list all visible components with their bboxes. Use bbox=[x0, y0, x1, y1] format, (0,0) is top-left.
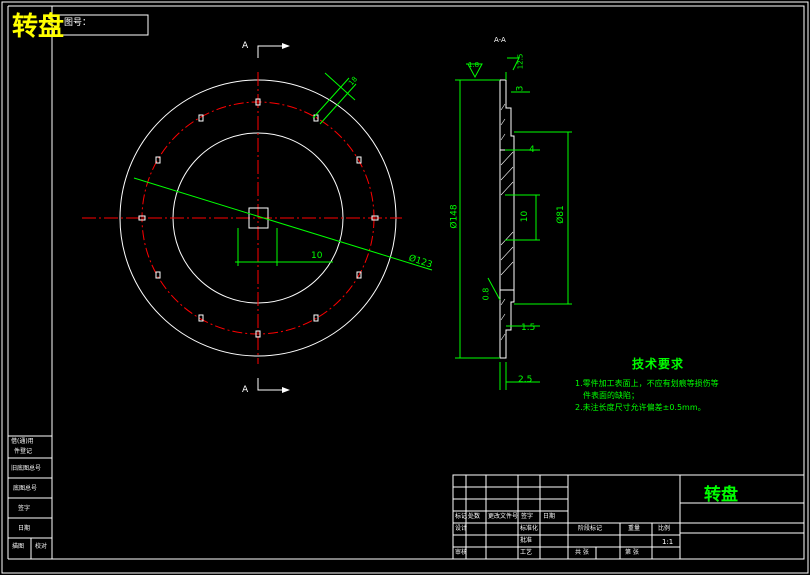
dim-0-8: 0.8 bbox=[481, 287, 491, 301]
sidebar-3: 旧底图总号 bbox=[11, 465, 42, 472]
tb-sheets: 共 张 bbox=[575, 549, 589, 556]
tb-check: 审核 bbox=[455, 549, 468, 556]
dim-10-section: 10 bbox=[520, 210, 531, 223]
dim-d81: Ø81 bbox=[555, 205, 566, 224]
dim-4: 4 bbox=[529, 145, 535, 155]
tb-design: 设计 bbox=[455, 525, 468, 532]
front-view bbox=[82, 43, 433, 393]
tb-std: 标准化 bbox=[520, 525, 539, 532]
dim-3: 3 bbox=[515, 85, 526, 92]
d123-leader bbox=[133, 177, 433, 271]
tb-file: 更改文件号 bbox=[488, 513, 519, 520]
section-view-label: A-A bbox=[494, 36, 506, 44]
inner-border bbox=[51, 5, 805, 560]
sidebar-4: 底图总号 bbox=[13, 485, 38, 492]
title-block-part-name: 转盘 bbox=[704, 485, 738, 505]
tech-line-1: 1.零件加工表面上，不应有划痕等损伤等 bbox=[575, 379, 719, 388]
tb-sign: 签字 bbox=[521, 513, 534, 520]
sidebar-2: 件登记 bbox=[14, 448, 33, 455]
tech-line-2: 件表面的缺陷； bbox=[583, 391, 639, 400]
dim-2-5: 2.5 bbox=[518, 375, 533, 385]
sidebar-7: 描图 bbox=[12, 543, 25, 550]
tb-stage: 阶段标记 bbox=[578, 525, 603, 532]
dim-d148: Ø148 bbox=[449, 204, 460, 229]
tech-line-3: 2.未注长度尺寸允许偏差±0.5mm。 bbox=[575, 403, 706, 412]
drawing-number-label: 图号： bbox=[64, 18, 92, 28]
sidebar-5: 签字 bbox=[18, 505, 31, 512]
tb-ratio: 比例 bbox=[658, 525, 671, 532]
cut-mark-top bbox=[257, 45, 282, 58]
cut-mark-bottom-letter: A bbox=[242, 385, 249, 395]
dim-12-5: 12.5 bbox=[516, 53, 525, 70]
tb-scale: 1:1 bbox=[662, 538, 674, 546]
tb-sheet: 第 张 bbox=[625, 549, 639, 556]
tb-approve: 批准 bbox=[520, 537, 533, 544]
title-block bbox=[452, 474, 805, 560]
dim-10-front: 10 bbox=[311, 251, 323, 261]
drawing-number-box bbox=[51, 14, 149, 36]
drawing-title: 转盘 bbox=[12, 12, 65, 42]
sidebar-8: 校对 bbox=[35, 543, 48, 550]
center-square-hole bbox=[248, 207, 269, 229]
dim-1-5: 1.5 bbox=[521, 323, 536, 333]
tb-zones: 处数 bbox=[468, 513, 481, 520]
tb-mark: 标记 bbox=[455, 513, 468, 520]
cut-mark-top-letter: A bbox=[242, 41, 249, 51]
dim-r18: 1.8 bbox=[468, 61, 480, 69]
tb-date: 日期 bbox=[543, 513, 556, 520]
section-view bbox=[455, 57, 572, 390]
tech-requirements-title: 技术要求 bbox=[632, 357, 685, 371]
cut-mark-bottom bbox=[257, 378, 282, 391]
tb-craft: 工艺 bbox=[520, 549, 533, 556]
tb-weight: 重量 bbox=[628, 525, 641, 532]
sidebar-6: 日期 bbox=[18, 525, 31, 532]
sidebar-1: 借(通)用 bbox=[11, 438, 34, 445]
left-sidebar-grid bbox=[8, 435, 52, 559]
